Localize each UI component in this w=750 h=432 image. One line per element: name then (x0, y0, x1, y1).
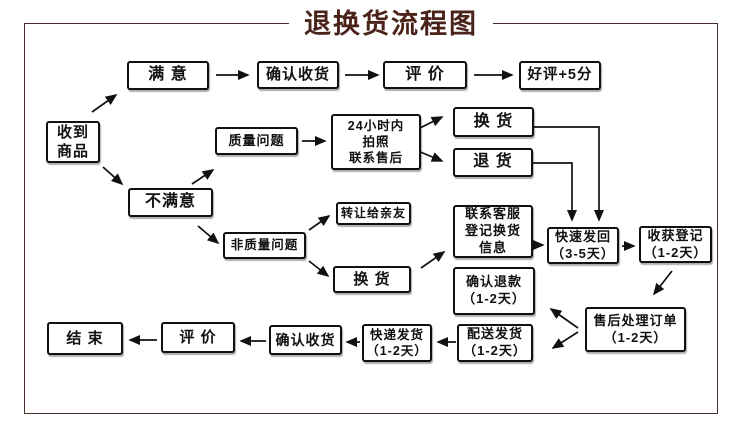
arrow-24h-to-return (417, 150, 444, 162)
arrow-aftersales-to-refund (549, 308, 579, 329)
node-contact-service: 联系客服 登记换货 信息 (453, 205, 533, 258)
node-receipt-register: 收获登记 （1-2天） (639, 226, 712, 263)
node-within-24h: 24小时内 拍照 联系售后 (331, 114, 421, 170)
node-transfer-to-friends: 转让给亲友 (336, 202, 411, 225)
arrow-exchange-to-contact (420, 251, 446, 269)
node-evaluate-bottom: 评 价 (161, 322, 235, 353)
arrow-received-to-unsatisfied (102, 166, 124, 186)
node-quality-issue: 质量问题 (215, 127, 298, 155)
node-received-goods: 收到 商品 (46, 121, 100, 163)
node-fast-sendback: 快速发回 （3-5天） (547, 227, 619, 264)
node-delivery-dispatch: 配送发货 （1-2天） (457, 324, 533, 362)
node-non-quality-issue: 非质量问题 (223, 232, 306, 259)
node-exchange-right: 换 货 (453, 107, 534, 137)
node-confirm-receipt-top: 确认收货 (257, 61, 339, 89)
arrow-exchange-to-sendback (534, 126, 605, 222)
node-aftersales-process: 售后处理订单 （1-2天） (585, 307, 686, 352)
arrow-nonquality-to-transfer (308, 215, 331, 231)
node-confirm-receipt-bottom: 确认收货 (269, 325, 342, 355)
arrow-return-to-sendback (533, 162, 578, 222)
arrow-unsatisfied-to-quality (191, 169, 215, 185)
node-satisfied: 满 意 (127, 61, 209, 90)
arrow-unsatisfied-to-nonquality (197, 225, 220, 245)
node-return-goods: 退 货 (453, 148, 533, 177)
node-good-review: 好评+5分 (519, 61, 601, 90)
arrow-nonquality-to-exchange (308, 260, 330, 278)
node-unsatisfied: 不满意 (128, 188, 213, 217)
arrow-24h-to-exchange (417, 116, 444, 130)
arrow-aftersales-to-delivery (551, 331, 579, 349)
arrow-received-to-satisfied (91, 94, 118, 113)
node-evaluate-top: 评 价 (383, 61, 467, 89)
page-title: 退换货流程图 (289, 2, 493, 41)
node-express-dispatch: 快递发货 （1-2天） (362, 324, 432, 362)
node-end: 结 束 (47, 322, 123, 355)
arrow-register-to-aftersales (652, 270, 673, 296)
node-confirm-refund: 确认退款 （1-2天） (453, 267, 535, 315)
node-exchange-mid: 换 货 (333, 266, 411, 293)
